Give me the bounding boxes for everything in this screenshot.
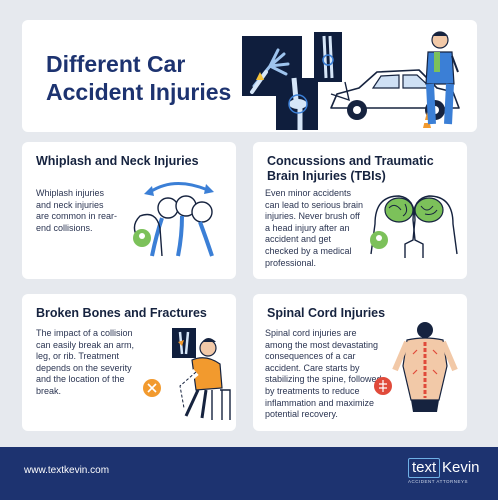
xray-knee-illustration: [276, 77, 318, 130]
card-title: Broken Bones and Fractures: [36, 306, 207, 320]
broken-arm-illustration: [143, 328, 231, 420]
header-panel: Different Car Accident Injuries: [22, 20, 477, 132]
spinal-injury-illustration: [374, 322, 458, 412]
card-broken-bones: Broken Bones and Fractures The impact of…: [22, 294, 236, 431]
brand-logo: text Kevin ACCIDENT ATTORNEYS: [400, 455, 480, 491]
card-title: Concussions and Traumatic Brain Injuries…: [267, 154, 434, 183]
card-concussion: Concussions and Traumatic Brain Injuries…: [253, 142, 467, 279]
logo-tagline: ACCIDENT ATTORNEYS: [408, 479, 469, 484]
card-body: The impact of a collision can easily bre…: [36, 328, 135, 396]
brain-injury-icon: [370, 195, 458, 258]
page-title: Different Car Accident Injuries: [46, 51, 232, 105]
person-standing-illustration: [425, 31, 459, 125]
card-body: Spinal cord injuries are among the most …: [265, 328, 382, 420]
neck-whiplash-icon: [133, 182, 214, 257]
footer: www.textkevin.com text Kevin ACCIDENT AT…: [0, 447, 498, 500]
logo-name: Kevin: [442, 459, 480, 476]
card-whiplash: Whiplash and Neck Injuries Whiplash inju…: [22, 142, 236, 279]
website-link[interactable]: www.textkevin.com: [24, 465, 110, 476]
card-title: Spinal Cord Injuries: [267, 306, 386, 320]
card-body: Whiplash injuries and neck injuries are …: [36, 188, 118, 233]
card-spinal: Spinal Cord Injuries Spinal cord injurie…: [253, 294, 467, 431]
xray-hand-illustration: [242, 36, 302, 96]
xray-arm-illustration: [314, 32, 342, 82]
card-title: Whiplash and Neck Injuries: [36, 154, 199, 168]
logo-text: text: [408, 458, 441, 478]
card-body: Even minor accidents can lead to serious…: [265, 188, 364, 268]
